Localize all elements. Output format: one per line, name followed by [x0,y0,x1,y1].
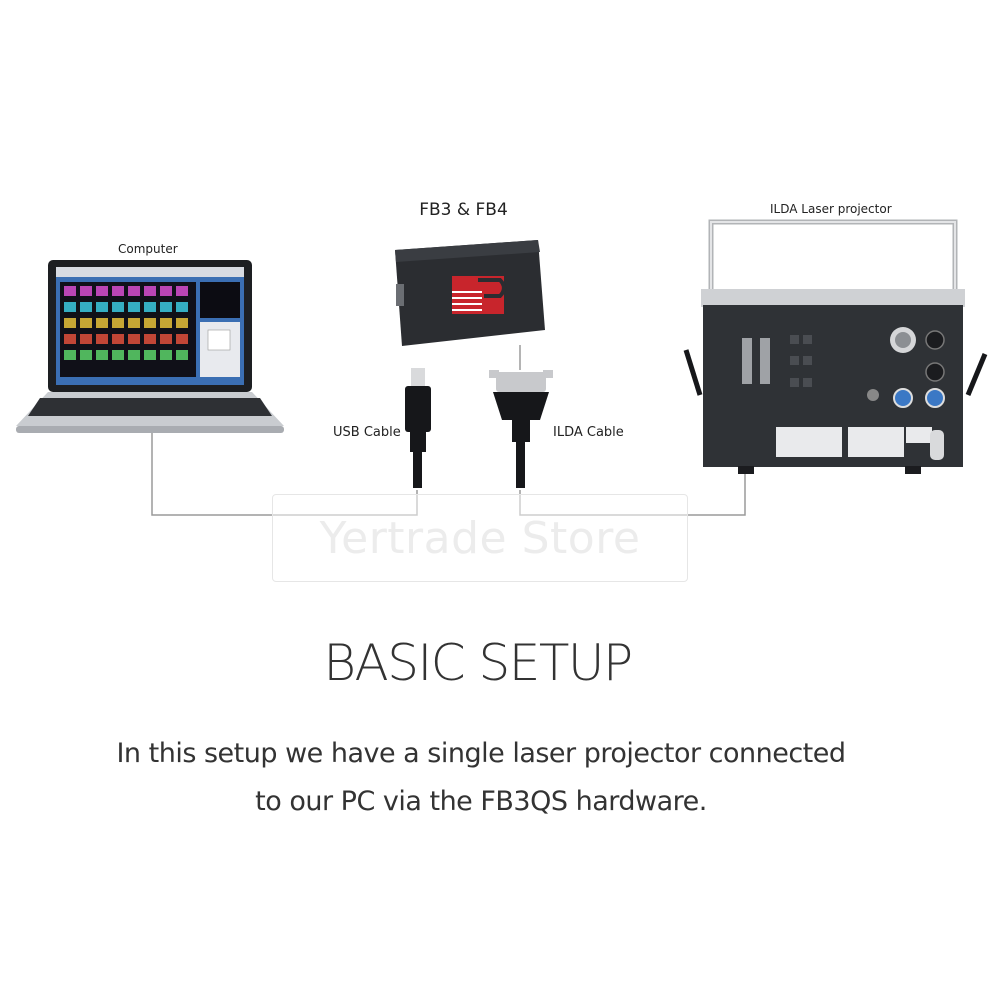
watermark-text: Yertrade Store [319,512,641,564]
watermark: Yertrade Store [272,494,688,582]
usb-cable-icon [405,368,431,488]
interface-label: FB3 & FB4 [419,200,508,220]
description: In this setup we have a single laser pro… [0,730,962,826]
description-line-1: In this setup we have a single laser pro… [116,738,846,769]
projector-label: ILDA Laser projector [770,202,892,216]
laser-projector-icon [683,219,988,474]
usb-cable-label: USB Cable [333,425,401,440]
page-title: BASIC SETUP [323,634,633,692]
ilda-cable-icon [489,370,553,488]
description-line-2: to our PC via the FB3QS hardware. [255,786,707,817]
laptop-icon [16,260,284,433]
fb3-interface-icon [395,240,545,346]
computer-label: Computer [118,242,178,256]
interface-logo-icon [452,276,506,314]
ilda-cable-label: ILDA Cable [553,425,624,440]
